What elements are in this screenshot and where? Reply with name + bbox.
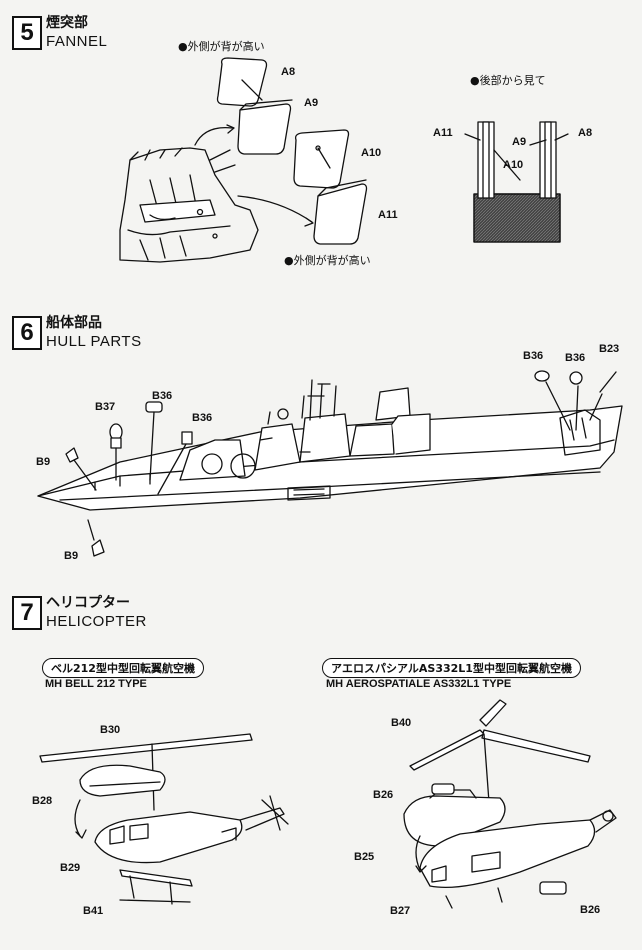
label-b29: B29 — [60, 862, 81, 874]
label-b41: B41 — [83, 905, 104, 917]
label-b36-2: B36 — [192, 412, 213, 424]
funnel-note-bottom: ●外側が背が高い — [284, 254, 371, 267]
part-b23-drawing — [589, 371, 617, 421]
label-a9: A9 — [304, 97, 319, 109]
part-b9-drawing-bottom — [87, 519, 105, 557]
rear-view-note: ●後部から見て — [470, 74, 546, 87]
step-6-number: 6 — [12, 316, 42, 350]
part-a9-drawing — [237, 99, 293, 155]
label-b36-3: B36 — [523, 350, 544, 362]
label-b36-4: B36 — [565, 352, 586, 364]
bell-212-drawing — [39, 733, 289, 905]
label-b9-bottom: B9 — [64, 550, 79, 562]
step-5-title-en: FANNEL — [46, 33, 108, 50]
label-b26-1: B26 — [373, 789, 394, 801]
label-b9-top: B9 — [36, 456, 51, 468]
part-b36-drawing-2 — [157, 431, 193, 495]
part-b36-drawing-3 — [534, 370, 571, 431]
label-a10: A10 — [361, 147, 382, 159]
step-7-number: 7 — [12, 596, 42, 630]
aero-name-en: MH AEROSPATIALE AS332L1 TYPE — [326, 678, 512, 690]
funnel-assembly-drawing — [119, 147, 259, 263]
part-b36-drawing-4 — [569, 371, 583, 431]
arrow-a9 — [194, 126, 233, 146]
label-b40: B40 — [391, 717, 412, 729]
part-b37-drawing — [109, 423, 123, 481]
step-6-title-jp: 船体部品 — [46, 315, 102, 331]
part-a11-drawing — [313, 179, 368, 245]
step-7-title-en: HELICOPTER — [46, 613, 147, 630]
label-a8: A8 — [281, 66, 296, 78]
hull-drawing — [37, 379, 623, 511]
as332-drawing — [403, 699, 617, 909]
part-b36-drawing-1 — [145, 401, 163, 481]
rear-view-drawing — [464, 121, 569, 243]
label-b28: B28 — [32, 795, 53, 807]
bell-name-jp: ベル212型中型回転翼航空機 — [42, 658, 204, 678]
rear-label-a9: A9 — [512, 136, 527, 148]
rear-label-a10: A10 — [503, 159, 524, 171]
rear-label-a8: A8 — [578, 127, 593, 139]
bell-name-en: MH BELL 212 TYPE — [45, 678, 147, 690]
label-b37: B37 — [95, 401, 116, 413]
label-a11: A11 — [378, 209, 398, 221]
rear-label-a11: A11 — [433, 127, 453, 139]
step-5-number: 5 — [12, 16, 42, 50]
label-b23: B23 — [599, 343, 620, 355]
step-6-title-en: HULL PARTS — [46, 333, 142, 350]
part-a8-drawing — [216, 57, 268, 107]
label-b36-1: B36 — [152, 390, 173, 402]
label-b30: B30 — [100, 724, 121, 736]
label-b25: B25 — [354, 851, 375, 863]
aero-name-jp: アエロスパシアルAS332L1型中型回転翼航空機 — [322, 658, 581, 678]
part-b9-drawing-top — [65, 447, 97, 491]
part-a10-drawing — [293, 129, 350, 189]
step-5-title-jp: 煙突部 — [46, 15, 88, 31]
funnel-note-top: ●外側が背が高い — [178, 40, 265, 53]
label-b27: B27 — [390, 905, 411, 917]
step-7-title-jp: ヘリコプター — [46, 595, 130, 611]
label-b26-2: B26 — [580, 904, 601, 916]
